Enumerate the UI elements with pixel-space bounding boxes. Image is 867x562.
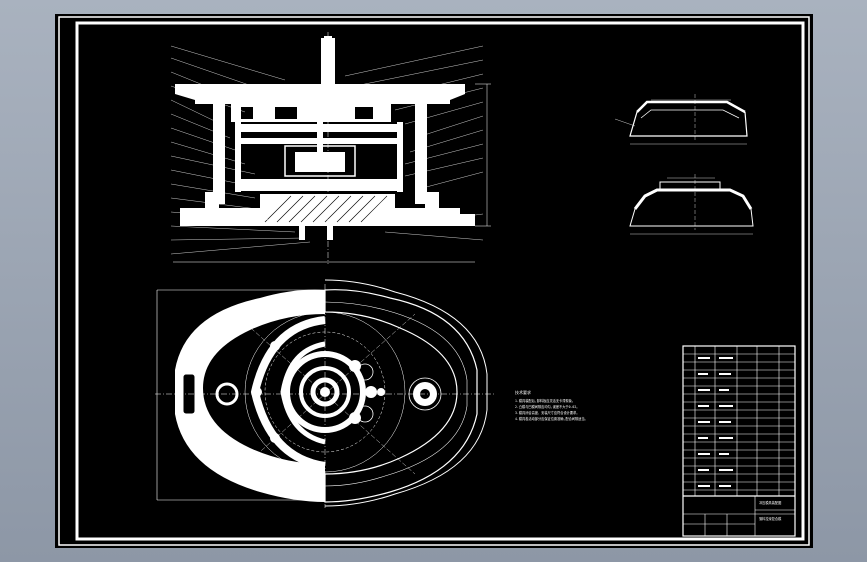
outer-border <box>58 16 810 546</box>
part-view-2 <box>629 174 754 235</box>
note-line: 3.模具闭合高度、安装尺寸应符合设计要求。 <box>515 410 579 415</box>
plan-view <box>155 279 495 508</box>
title-block-subtitle: 落料拉深复合模 <box>759 516 782 521</box>
drawing-sheet: 技术要求 1.模具装配后,卸料板应灵活无卡滞现象。 2.凸模与凹模间隙应均匀,误… <box>55 14 813 548</box>
title-block-title: 冲压模具装配图 <box>759 500 781 505</box>
technical-notes: 技术要求 1.模具装配后,卸料板应灵活无卡滞现象。 2.凸模与凹模间隙应均匀,误… <box>515 389 588 421</box>
cad-drawing: 技术要求 1.模具装配后,卸料板应灵活无卡滞现象。 2.凸模与凹模间隙应均匀,误… <box>58 16 810 546</box>
note-line: 4.模具各活动部分应保证位置准确,配合间隙适当。 <box>515 416 588 421</box>
note-line: 2.凸模与凹模间隙应均匀,误差不大于0.02。 <box>515 404 579 409</box>
notes-title: 技术要求 <box>515 389 531 395</box>
section-view <box>170 32 491 264</box>
inner-border <box>75 21 805 541</box>
parts-list-table <box>682 345 796 537</box>
part-view-1 <box>614 94 748 145</box>
note-line: 1.模具装配后,卸料板应灵活无卡滞现象。 <box>515 398 575 403</box>
